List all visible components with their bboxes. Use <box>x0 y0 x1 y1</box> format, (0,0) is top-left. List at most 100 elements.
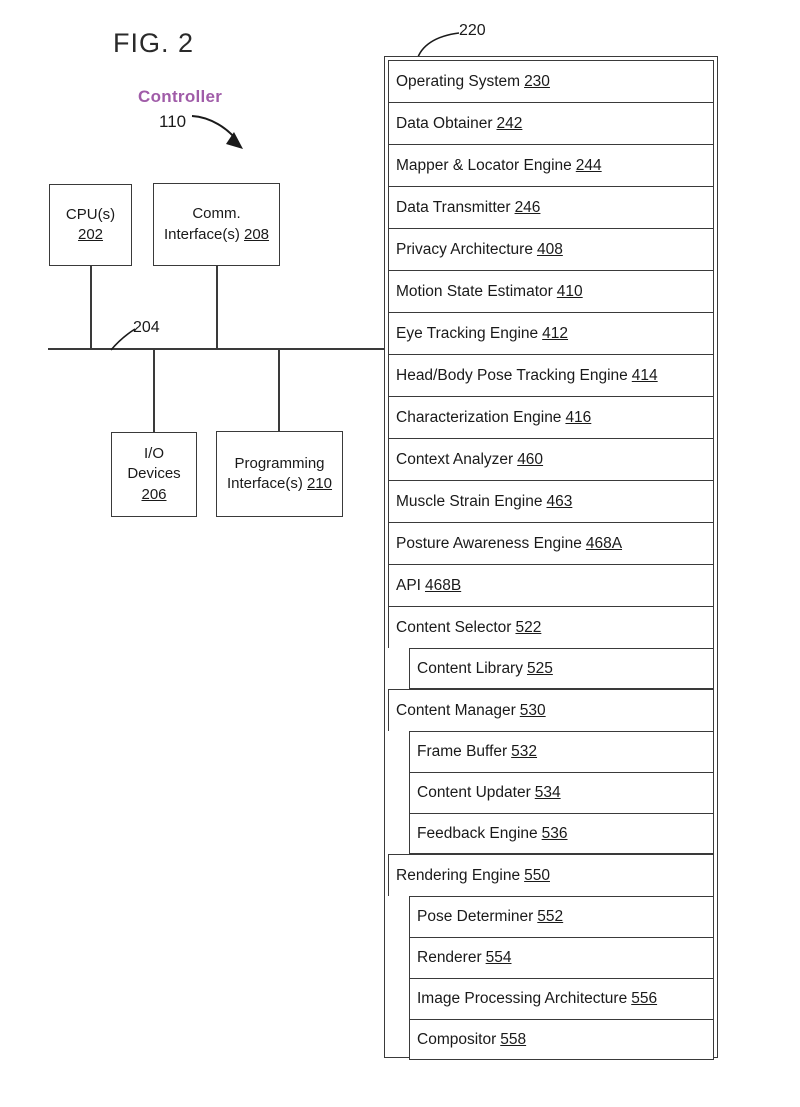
memory-item-reference-number: 244 <box>575 156 602 174</box>
cpu-box-reference-number: 202 <box>77 226 104 243</box>
memory-item-reference-number: 534 <box>534 784 561 801</box>
memory-item-reference-number: 550 <box>524 866 550 884</box>
memory-item-reference-number: 408 <box>536 240 563 258</box>
controller-reference-number: 110 <box>159 112 187 131</box>
memory-item-reference-number: 414 <box>631 366 658 384</box>
memory-item-label: Frame Buffer <box>417 743 508 760</box>
memory-item-label: Characterization Engine <box>396 408 562 426</box>
memory-item-label: Pose Determiner <box>417 908 534 925</box>
comm-interfaces-box: Comm. Interface(s) 208 <box>153 183 280 266</box>
memory-item-reference-number: 558 <box>500 1030 527 1048</box>
memory-item-label: Content Library <box>417 659 523 677</box>
programming-bus-connector <box>278 349 280 431</box>
cpu-bus-connector <box>90 266 92 349</box>
memory-item-reference-number: 412 <box>542 324 569 342</box>
io-devices-box: I/O Devices 206 <box>111 432 197 517</box>
memory-item-reference-number: 536 <box>541 824 568 842</box>
memory-item-reference-number: 530 <box>519 701 546 719</box>
memory-item-label: Eye Tracking Engine <box>396 324 539 342</box>
memory-item-reference-number: 460 <box>517 450 544 468</box>
memory-item-label: Rendering Engine <box>396 866 521 884</box>
io-devices-box-label-line2: Devices <box>127 465 181 483</box>
controller-leader-arrow-icon <box>191 115 243 149</box>
figure-title: FIG. 2 <box>113 28 195 58</box>
system-bus-line <box>48 348 718 350</box>
memory-item-reference-number: 554 <box>485 949 512 966</box>
comm-interfaces-box-label-line2: Interface(s) 208 <box>163 225 270 243</box>
bus-reference-number: 204 <box>133 319 160 336</box>
memory-item-label: API <box>396 576 421 594</box>
io-devices-box-reference-number: 206 <box>141 485 167 503</box>
memory-reference-number: 220 <box>459 22 486 39</box>
memory-item-reference-number: 522 <box>515 618 542 636</box>
memory-item-reference-number: 552 <box>537 908 564 925</box>
cpu-box-label: CPU(s) <box>65 205 116 223</box>
memory-item-label: Content Manager <box>396 701 516 719</box>
memory-item-label: Head/Body Pose Tracking Engine <box>396 366 628 384</box>
memory-item-label: Image Processing Architecture <box>417 990 628 1007</box>
memory-item-reference-number: 410 <box>556 282 583 300</box>
comm-interfaces-box-label-line1: Comm. <box>192 205 241 223</box>
memory-item-label: Feedback Engine <box>417 824 538 842</box>
memory-item-label: Data Transmitter <box>396 198 511 216</box>
memory-item-label: Posture Awareness Engine <box>396 534 582 552</box>
programming-interfaces-box-label-line1: Programming <box>234 454 325 472</box>
io-bus-connector <box>153 349 155 432</box>
memory-item-label: Data Obtainer <box>396 114 493 132</box>
controller-label: Controller <box>138 87 223 106</box>
memory-item-label: Context Analyzer <box>396 450 514 468</box>
memory-item-label: Renderer <box>417 949 482 966</box>
memory-item-label: Operating System <box>396 72 521 90</box>
comm-bus-connector <box>216 266 218 349</box>
memory-item-reference-number: 468B <box>424 576 462 594</box>
memory-item-label: Motion State Estimator <box>396 282 553 300</box>
memory-item-reference-number: 468A <box>585 534 623 552</box>
comm-interfaces-box-reference-number: 208 <box>244 225 270 243</box>
cpu-box: CPU(s) 202 <box>49 184 132 266</box>
memory-item-label: Content Updater <box>417 784 531 801</box>
memory-item-reference-number: 463 <box>546 492 573 510</box>
memory-item-label: Privacy Architecture <box>396 240 533 258</box>
memory-item-label: Mapper & Locator Engine <box>396 156 572 174</box>
programming-interfaces-box-reference-number: 210 <box>307 475 333 492</box>
memory-item-reference-number: 556 <box>631 990 658 1007</box>
memory-item-label: Content Selector <box>396 618 512 636</box>
memory-item-reference-number: 416 <box>565 408 592 426</box>
io-devices-box-label-line1: I/O <box>143 445 164 463</box>
memory-item-reference-number: 246 <box>514 198 541 216</box>
memory-item-reference-number: 532 <box>511 743 538 760</box>
memory-item-reference-number: 230 <box>524 72 550 90</box>
memory-item-reference-number: 242 <box>496 114 523 132</box>
bus-leader-line-icon <box>110 328 136 351</box>
programming-interfaces-box-label-line2: Interface(s) 210 <box>226 475 333 492</box>
memory-item-label: Muscle Strain Engine <box>396 492 543 510</box>
memory-item-label: Compositor <box>417 1030 497 1048</box>
memory-item-reference-number: 525 <box>526 659 553 677</box>
